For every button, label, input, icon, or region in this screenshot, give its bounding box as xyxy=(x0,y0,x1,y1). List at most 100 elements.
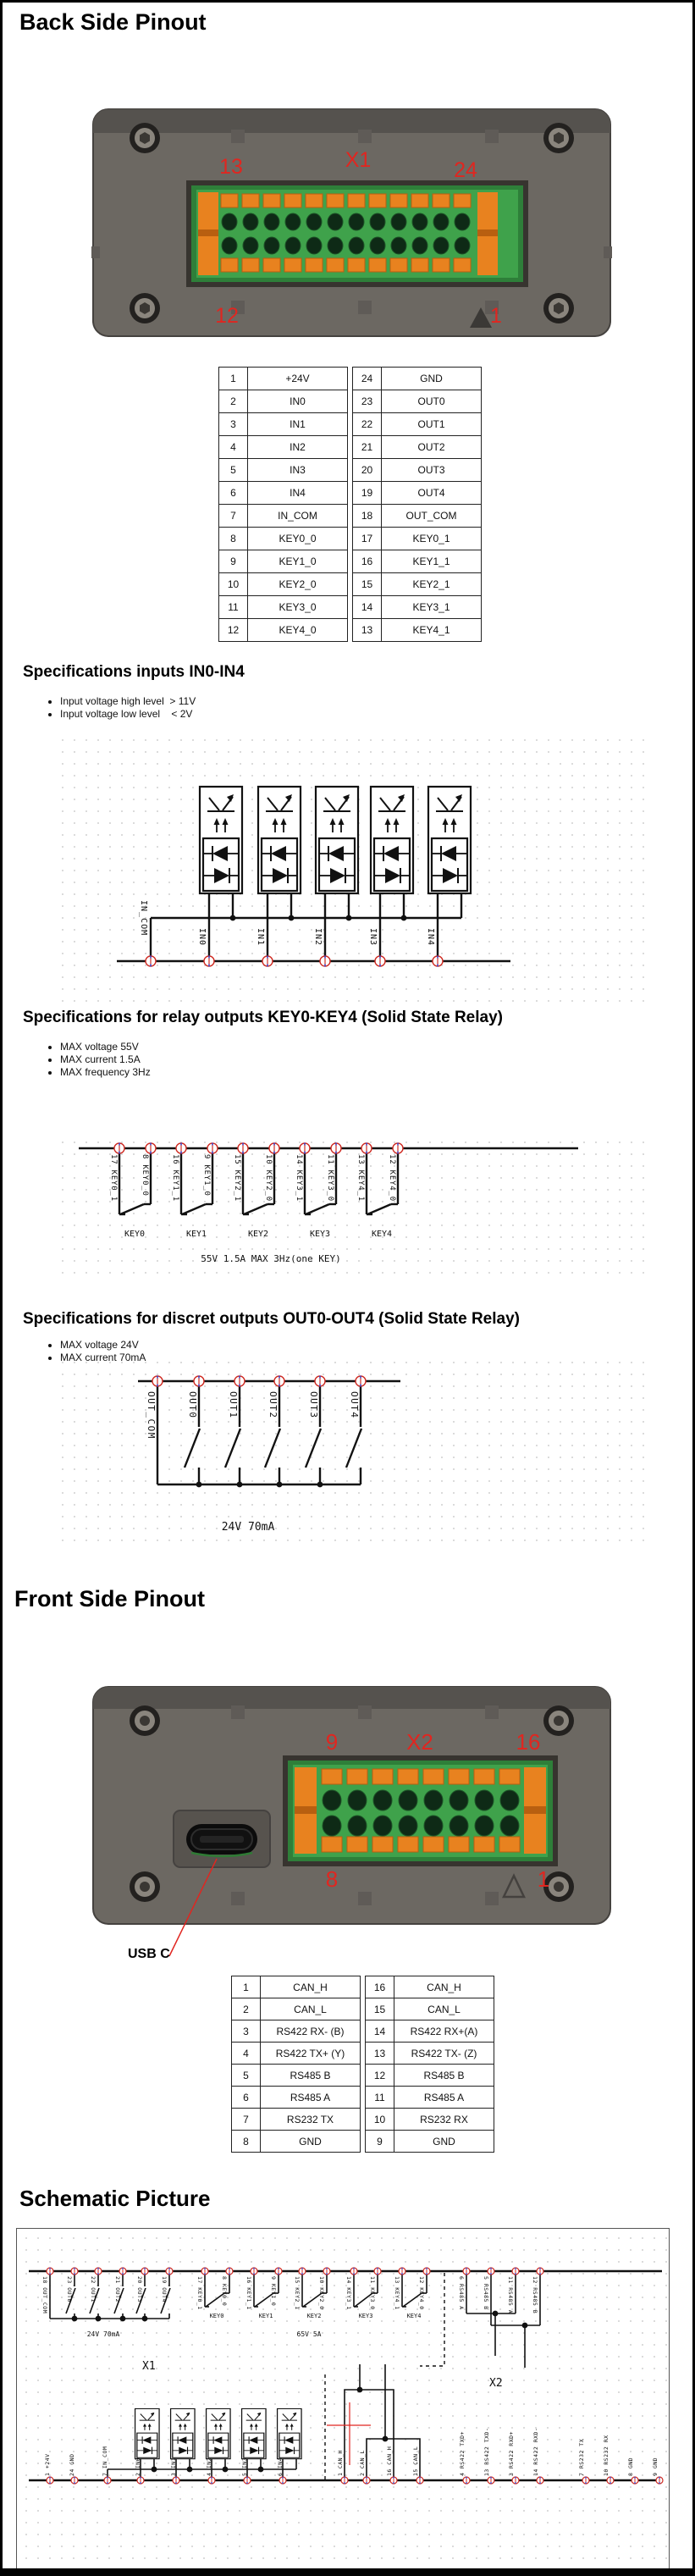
table-row: 3 RS422 RX- (B) xyxy=(231,2020,361,2043)
back-side-heading: Back Side Pinout xyxy=(19,9,207,35)
front-side-heading: Front Side Pinout xyxy=(14,1586,205,1611)
inputs-spec-heading: Specifications inputs IN0-IN4 xyxy=(23,663,245,681)
signal-name-cell: OUT_COM xyxy=(381,504,482,528)
pin-label: 19 OUT4 xyxy=(161,2276,168,2302)
table-row: 1 CAN_H xyxy=(231,1976,361,1998)
table-row: 19 OUT4 xyxy=(352,481,482,505)
signal-name-cell: GND xyxy=(260,2130,361,2153)
signal-name-cell: RS485 B xyxy=(394,2064,494,2087)
signal-name-cell: KEY0_1 xyxy=(381,527,482,550)
pin-label: 13 RS422 TXD- xyxy=(483,2428,490,2476)
pin-label: 12 KEY4_0 xyxy=(388,1154,396,1202)
schematic-picture-heading: Schematic Picture xyxy=(19,2186,211,2211)
table-row: 10 KEY2_0 xyxy=(218,572,348,596)
pin1-label: 1 xyxy=(490,304,502,328)
pin-label: 14 KEY3_1 xyxy=(295,1154,303,1202)
pin-number-cell: 17 xyxy=(352,527,382,550)
pin-number-cell: 14 xyxy=(365,2020,394,2043)
key2-label: KEY2 xyxy=(248,1230,268,1239)
pin-label: 9 KEY1_0 xyxy=(270,2276,277,2306)
pin-label: 14 KEY3_1 xyxy=(345,2276,352,2310)
signal-name-cell: GND xyxy=(394,2130,494,2153)
signal-name-cell: IN4 xyxy=(247,481,348,505)
pin-number-cell: 23 xyxy=(352,390,382,413)
pin-label: 24 GND xyxy=(69,2454,75,2476)
signal-name-cell: RS485 A xyxy=(394,2086,494,2109)
signal-name-cell: OUT3 xyxy=(381,458,482,482)
pin-label: 10 RS232 RX xyxy=(603,2435,610,2476)
usb-c-port[interactable] xyxy=(173,1810,271,1868)
out-caption: 24V 70mA xyxy=(87,2330,120,2338)
junction-dots xyxy=(196,1481,323,1488)
front-device-image: 9 X2 16 8 1 xyxy=(92,1686,611,1925)
pin-label: 6 RS485 A xyxy=(458,2276,465,2310)
bottom-pin-labels: 1 +24V 24 GND 7 IN_COM 2 IN0 3 IN1 4 IN2… xyxy=(44,2428,659,2476)
corner-screws xyxy=(130,1705,574,1902)
bullet-max-current: MAX current 1.5A xyxy=(60,1053,151,1066)
pin-number-cell: 11 xyxy=(365,2086,394,2109)
table-row: 16 CAN_H xyxy=(365,1976,494,1998)
signal-name-cell: OUT4 xyxy=(381,481,482,505)
pin-number-cell: 7 xyxy=(218,504,248,528)
in2-label: IN2 xyxy=(313,928,323,946)
pin-label: 13 KEY4_1 xyxy=(394,2276,400,2310)
signal-name-cell: KEY4_1 xyxy=(381,618,482,642)
pin-label: 8 KEY0_0 xyxy=(221,2276,228,2306)
table-row: 22 OUT1 xyxy=(352,412,482,436)
pin-number-cell: 10 xyxy=(365,2108,394,2131)
rs485-wires xyxy=(466,2271,541,2368)
in1-label: IN1 xyxy=(256,928,265,946)
red-crosshair-annotation xyxy=(327,2402,371,2465)
pin-label: 11 KEY3_0 xyxy=(326,1154,334,1202)
pin-label: 18 OUT_COM xyxy=(41,2276,48,2313)
clamp-tabs xyxy=(220,193,472,273)
can-wires xyxy=(344,2364,421,2480)
table-row: 7 RS232 TX xyxy=(231,2108,361,2131)
discrete-spec-heading: Specifications for discret outputs OUT0-… xyxy=(23,1310,520,1328)
pin-number-cell: 15 xyxy=(365,1998,394,2020)
key0-label: KEY0 xyxy=(124,1230,145,1239)
pin-label: 12 RS485 B xyxy=(532,2276,538,2313)
pin-label: 17 KEY0_1 xyxy=(109,1154,118,1202)
signal-name-cell: CAN_L xyxy=(394,1998,494,2020)
output-labels: OUT_COM OUT0 OUT1 OUT2 OUT3 OUT4 xyxy=(146,1391,360,1440)
pin-label: 3 RS422 RXD+ xyxy=(508,2431,515,2476)
signal-name-cell: KEY3_0 xyxy=(247,595,348,619)
pin-label: 14 RS422 RXD- xyxy=(532,2428,539,2476)
pin-number-cell: 2 xyxy=(231,1998,261,2020)
clamp-tabs xyxy=(321,1768,521,1853)
pin-label: 16 KEY1_1 xyxy=(245,2276,252,2310)
pin-number-cell: 13 xyxy=(352,618,382,642)
corner-screws xyxy=(130,123,574,323)
pin-number-cell: 18 xyxy=(352,504,382,528)
pin-label: 15 KEY2_1 xyxy=(294,2276,301,2310)
table-row: 13 RS422 TX- (Z) xyxy=(365,2042,494,2065)
pin-number-cell: 8 xyxy=(218,527,248,550)
table-row: 14 RS422 RX+(A) xyxy=(365,2020,494,2043)
pin-number-cell: 1 xyxy=(231,1976,261,1998)
table-row: 11 RS485 A xyxy=(365,2086,494,2109)
pin-label: 10 KEY2_0 xyxy=(318,2276,325,2310)
pin-number-cell: 7 xyxy=(231,2108,261,2131)
pin-label: 4 RS422 TXD+ xyxy=(459,2431,466,2476)
key3-label: KEY3 xyxy=(359,2313,373,2319)
signal-name-cell: RS422 TX+ (Y) xyxy=(260,2042,361,2065)
pin-label: 22 OUT1 xyxy=(90,2276,97,2302)
signal-name-cell: KEY2_0 xyxy=(247,572,348,596)
pin-label: 16 KEY1_1 xyxy=(171,1154,179,1202)
optocoupler-symbols xyxy=(198,785,472,895)
out3-label: OUT3 xyxy=(308,1391,319,1419)
bullet-max-frequency: MAX frequency 3Hz xyxy=(60,1066,151,1079)
signal-name-cell: OUT1 xyxy=(381,412,482,436)
table-row: 20 OUT3 xyxy=(352,458,482,482)
table-row: 12 RS485 B xyxy=(365,2064,494,2087)
key4-label: KEY4 xyxy=(407,2313,422,2319)
section-dividers xyxy=(324,2273,445,2479)
key4-label: KEY4 xyxy=(372,1230,392,1239)
pin-label: 1 CAN_H xyxy=(337,2450,344,2476)
pin-label: 6 IN4 xyxy=(277,2457,284,2476)
pin-label: 13 KEY4_1 xyxy=(356,1154,365,1202)
key3-label: KEY3 xyxy=(310,1230,330,1239)
inputs-schematic: IN_COM IN0 IN1 IN2 IN3 IN4 xyxy=(53,731,646,1002)
